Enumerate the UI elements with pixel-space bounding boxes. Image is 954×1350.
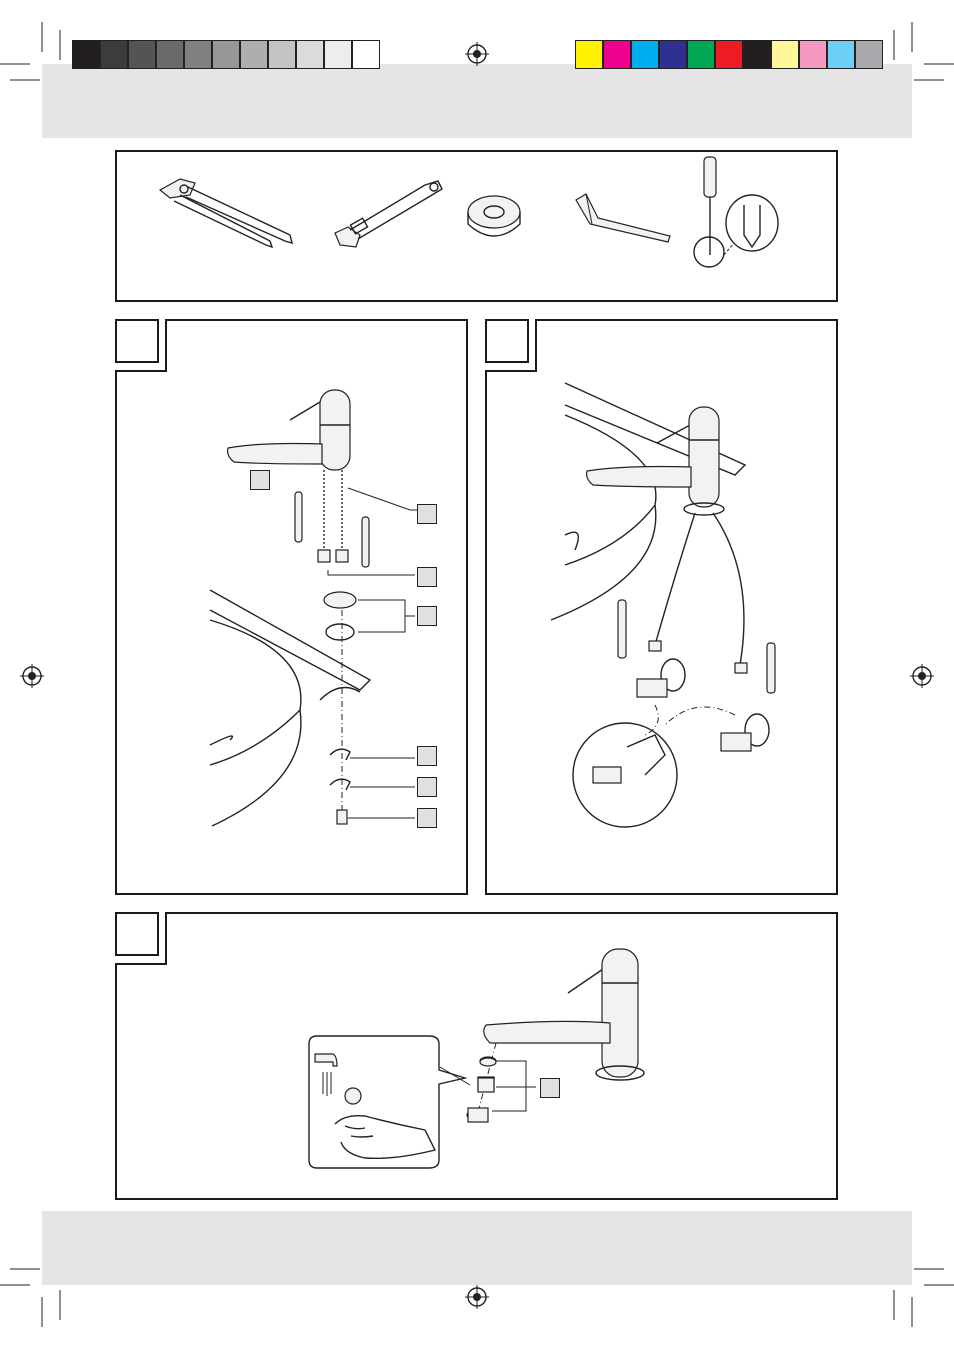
callout-box [417,777,437,797]
process-swatch [715,40,743,69]
step-panel-a [115,319,468,895]
callout-box [250,470,270,490]
gray-swatch [156,40,184,69]
callout-box [540,1078,560,1098]
gray-swatch [212,40,240,69]
gray-swatch [352,40,380,69]
registration-target-left [20,664,44,688]
process-swatch [827,40,855,69]
step-c-number-box [115,912,159,956]
header-band [42,64,912,138]
hand-aerator-inset [308,1035,468,1169]
gray-swatch [268,40,296,69]
pliers-icon [158,178,293,249]
footer-band [42,1211,912,1285]
process-swatch [575,40,603,69]
step-b-faucet-hose-illustration [550,382,776,828]
gray-swatch [296,40,324,69]
registration-target-right [910,664,934,688]
registration-target-bottom [465,1285,489,1309]
registration-target-top [465,42,489,66]
process-swatch [799,40,827,69]
screwdriver-icon [693,156,779,268]
process-swatch [743,40,771,69]
step-panel-c [115,912,838,1200]
gray-swatch [100,40,128,69]
gray-swatch [72,40,100,69]
callout-box [417,567,437,587]
gray-swatch [184,40,212,69]
callout-box [417,746,437,766]
step-a-faucet-illustration [209,389,420,827]
sealing-tape-icon [467,195,521,237]
callout-box [417,808,437,828]
process-swatch [687,40,715,69]
step-c-aerator-parts [467,1057,497,1123]
hex-key-icon [575,193,671,243]
gray-swatch [324,40,352,69]
gray-swatch [240,40,268,69]
step-a-number-box [115,319,159,363]
process-swatch [631,40,659,69]
callout-box [417,606,437,626]
wrench-icon [334,180,443,248]
process-swatch [771,40,799,69]
gray-swatch [128,40,156,69]
process-swatch [659,40,687,69]
tools-panel [115,150,838,302]
process-swatch [603,40,631,69]
step-b-number-box [485,319,529,363]
process-swatch [855,40,883,69]
step-panel-b [485,319,838,895]
callout-box [417,504,437,524]
